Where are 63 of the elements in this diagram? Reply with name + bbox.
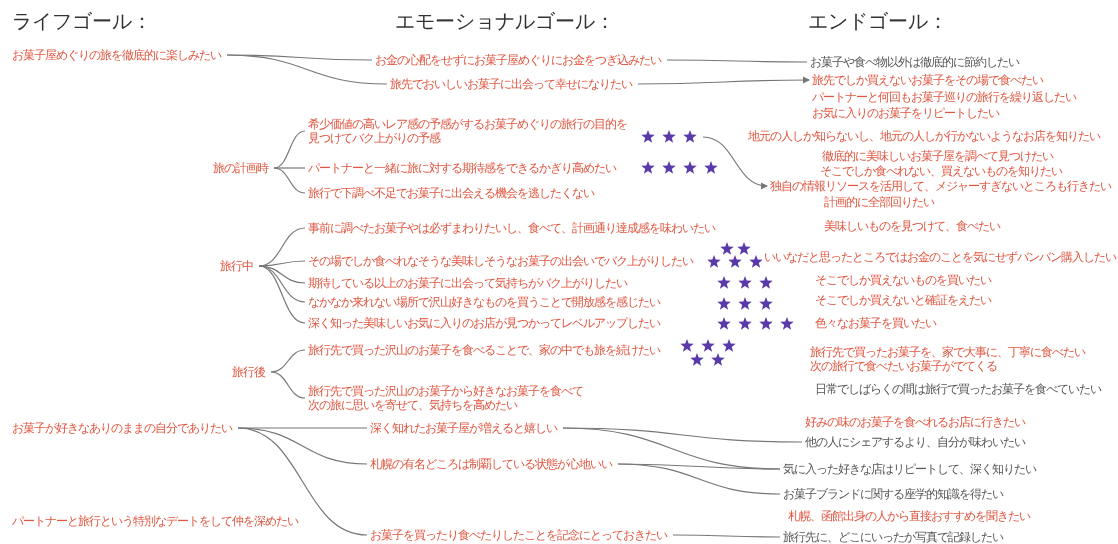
goal-text: パートナーと一緒に旅に対する期待感をできるかぎり高めたい	[308, 161, 616, 175]
goal-text: 札幌の有名どころは制覇している状態が心地いい	[370, 457, 612, 471]
goal-text: 旅行先で買った沢山のお菓子から好きなお菓子を食べて次の旅に思いを寄せて、気持ちを高めたい	[308, 384, 588, 412]
goal-text: 計画的に全部回りたい	[824, 195, 934, 209]
goal-text: 深く知れたお菓子屋が増えると嬉しい	[370, 421, 557, 435]
connector-line	[702, 136, 769, 189]
goal-text: お菓子屋めぐりの旅を徹底的に楽しみたい	[12, 48, 221, 62]
goal-text: お菓子や食べ物以外は徹底的に節約したい	[810, 55, 1019, 69]
goal-text: お気に入りのお菓子をリピートしたい	[812, 106, 999, 120]
connector-line	[672, 534, 781, 538]
goal-text: 徹底的に美味しいお菓子屋を調べて見つけたい	[822, 149, 1053, 163]
goal-text: 期待している以上のお菓子に出会って気持ちがバク上がりしたい	[308, 276, 627, 290]
goal-text: お金の心配をせずにお菓子屋めぐりにお金をつぎ込みたい	[375, 53, 661, 67]
goal-text: 深く知った美味しいお気に入りのお店が見つかってレベルアップしたい	[308, 316, 660, 330]
phase-label: 旅行後	[232, 365, 265, 379]
goal-text: 好みの味のお菓子を食べれるお店に行きたい	[805, 415, 1025, 429]
connector-line	[270, 371, 306, 399]
goal-text: 気に入った好きな店はリピートして、深く知りたい	[783, 462, 1036, 476]
connector-line	[258, 260, 306, 267]
goal-text: そこでしか食べれない、買えないものを知りたい	[820, 164, 1062, 178]
goal-text: お菓子を買ったり食べたりしたことを記念にとっておきたい	[370, 528, 667, 542]
goal-text: 地元の人しか知らないし、地元の人しか行かないようなお店を知りたい	[748, 129, 1100, 143]
connector-line	[617, 463, 781, 495]
goal-text: いいなだと思ったところではお金のことを気にせずバンバン購入したい	[764, 250, 1116, 264]
connector-line	[237, 427, 368, 536]
goal-text: 独自の情報リソースを活用して、メジャーすぎないところも行きたい	[770, 179, 1111, 193]
goal-text: 美味しいものを見つけて、食べたい	[824, 219, 1000, 233]
goal-text: そこでしか買えないと確証をえたい	[815, 293, 991, 307]
goal-text: そこでしか買えないものを買いたい	[815, 273, 991, 287]
goal-text: 旅行先で買ったお菓子を、家で大事に、丁寧に食べたい	[810, 345, 1085, 359]
column-heading: エモーショナルゴール：	[395, 8, 615, 35]
connector-line	[226, 54, 388, 85]
connector-line	[637, 76, 811, 85]
goal-text: お菓子が好きなありのままの自分でありたい	[12, 421, 232, 435]
goal-text: その場でしか食べれなそうな美味しそうなお菓子の出会いでバク上がりしたい	[308, 254, 693, 268]
connector-line	[270, 349, 306, 373]
goal-text: 旅行で下調べ不足でお菓子に出会える機会を逃したくない	[308, 186, 594, 200]
connector-line	[258, 265, 306, 303]
connector-line	[273, 167, 306, 169]
goal-text: 希少価値の高いレア感の予感がするお菓子めぐりの旅行の目的を見つけてバク上がりの予感	[308, 117, 630, 145]
goal-text: パートナーと何回もお菓子巡りの旅行を繰り返したい	[812, 90, 1076, 104]
goal-text: パートナーと旅行という特別なデートをして仲を深めたい	[12, 514, 298, 528]
goal-text: 旅行先に、どこにいったか写真で記録したい	[783, 530, 1003, 544]
goal-text: 事前に調べたお菓子やは必ずまわりたいし、食べて、計画通り達成感を味わいたい	[308, 221, 715, 235]
connector-line	[273, 167, 306, 194]
phase-label: 旅の計画時	[213, 161, 268, 175]
goal-text: 旅先でおいしいお菓子に出会って幸せになりたい	[390, 77, 632, 91]
connector-line	[258, 265, 306, 324]
connector-line	[237, 427, 368, 465]
column-heading: エンドゴール：	[808, 8, 948, 35]
goal-text: 旅先でしか買えないお菓子をその場で食べたい	[812, 73, 1043, 87]
goal-text: なかなか来れない場所で沢山好きなものを買うことで開放感を感じたい	[308, 295, 660, 309]
column-heading: ライフゴール：	[12, 8, 152, 35]
goal-text: 色々なお菓子を買いたい	[815, 316, 936, 330]
goal-text: 日常でしばらくの間は旅行で買ったお菓子を食べていたい	[815, 382, 1101, 396]
star-rating-icon	[641, 130, 697, 144]
goal-text: 他の人にシェアするより、自分が味わいたい	[805, 435, 1025, 449]
goal-text: お菓子ブランドに関する座学的知識を得たい	[783, 487, 1003, 501]
connector-line	[666, 59, 808, 63]
goal-text: 旅行先で買った沢山のお菓子を食べることで、家の中でも旅を続けたい	[308, 343, 660, 357]
goal-text: 次の旅行で食べたいお菓子がでてくる	[810, 359, 997, 373]
phase-label: 旅行中	[220, 259, 253, 273]
goal-text: 札幌、函館出身の人から直接おすすめを聞きたい	[788, 509, 1030, 523]
